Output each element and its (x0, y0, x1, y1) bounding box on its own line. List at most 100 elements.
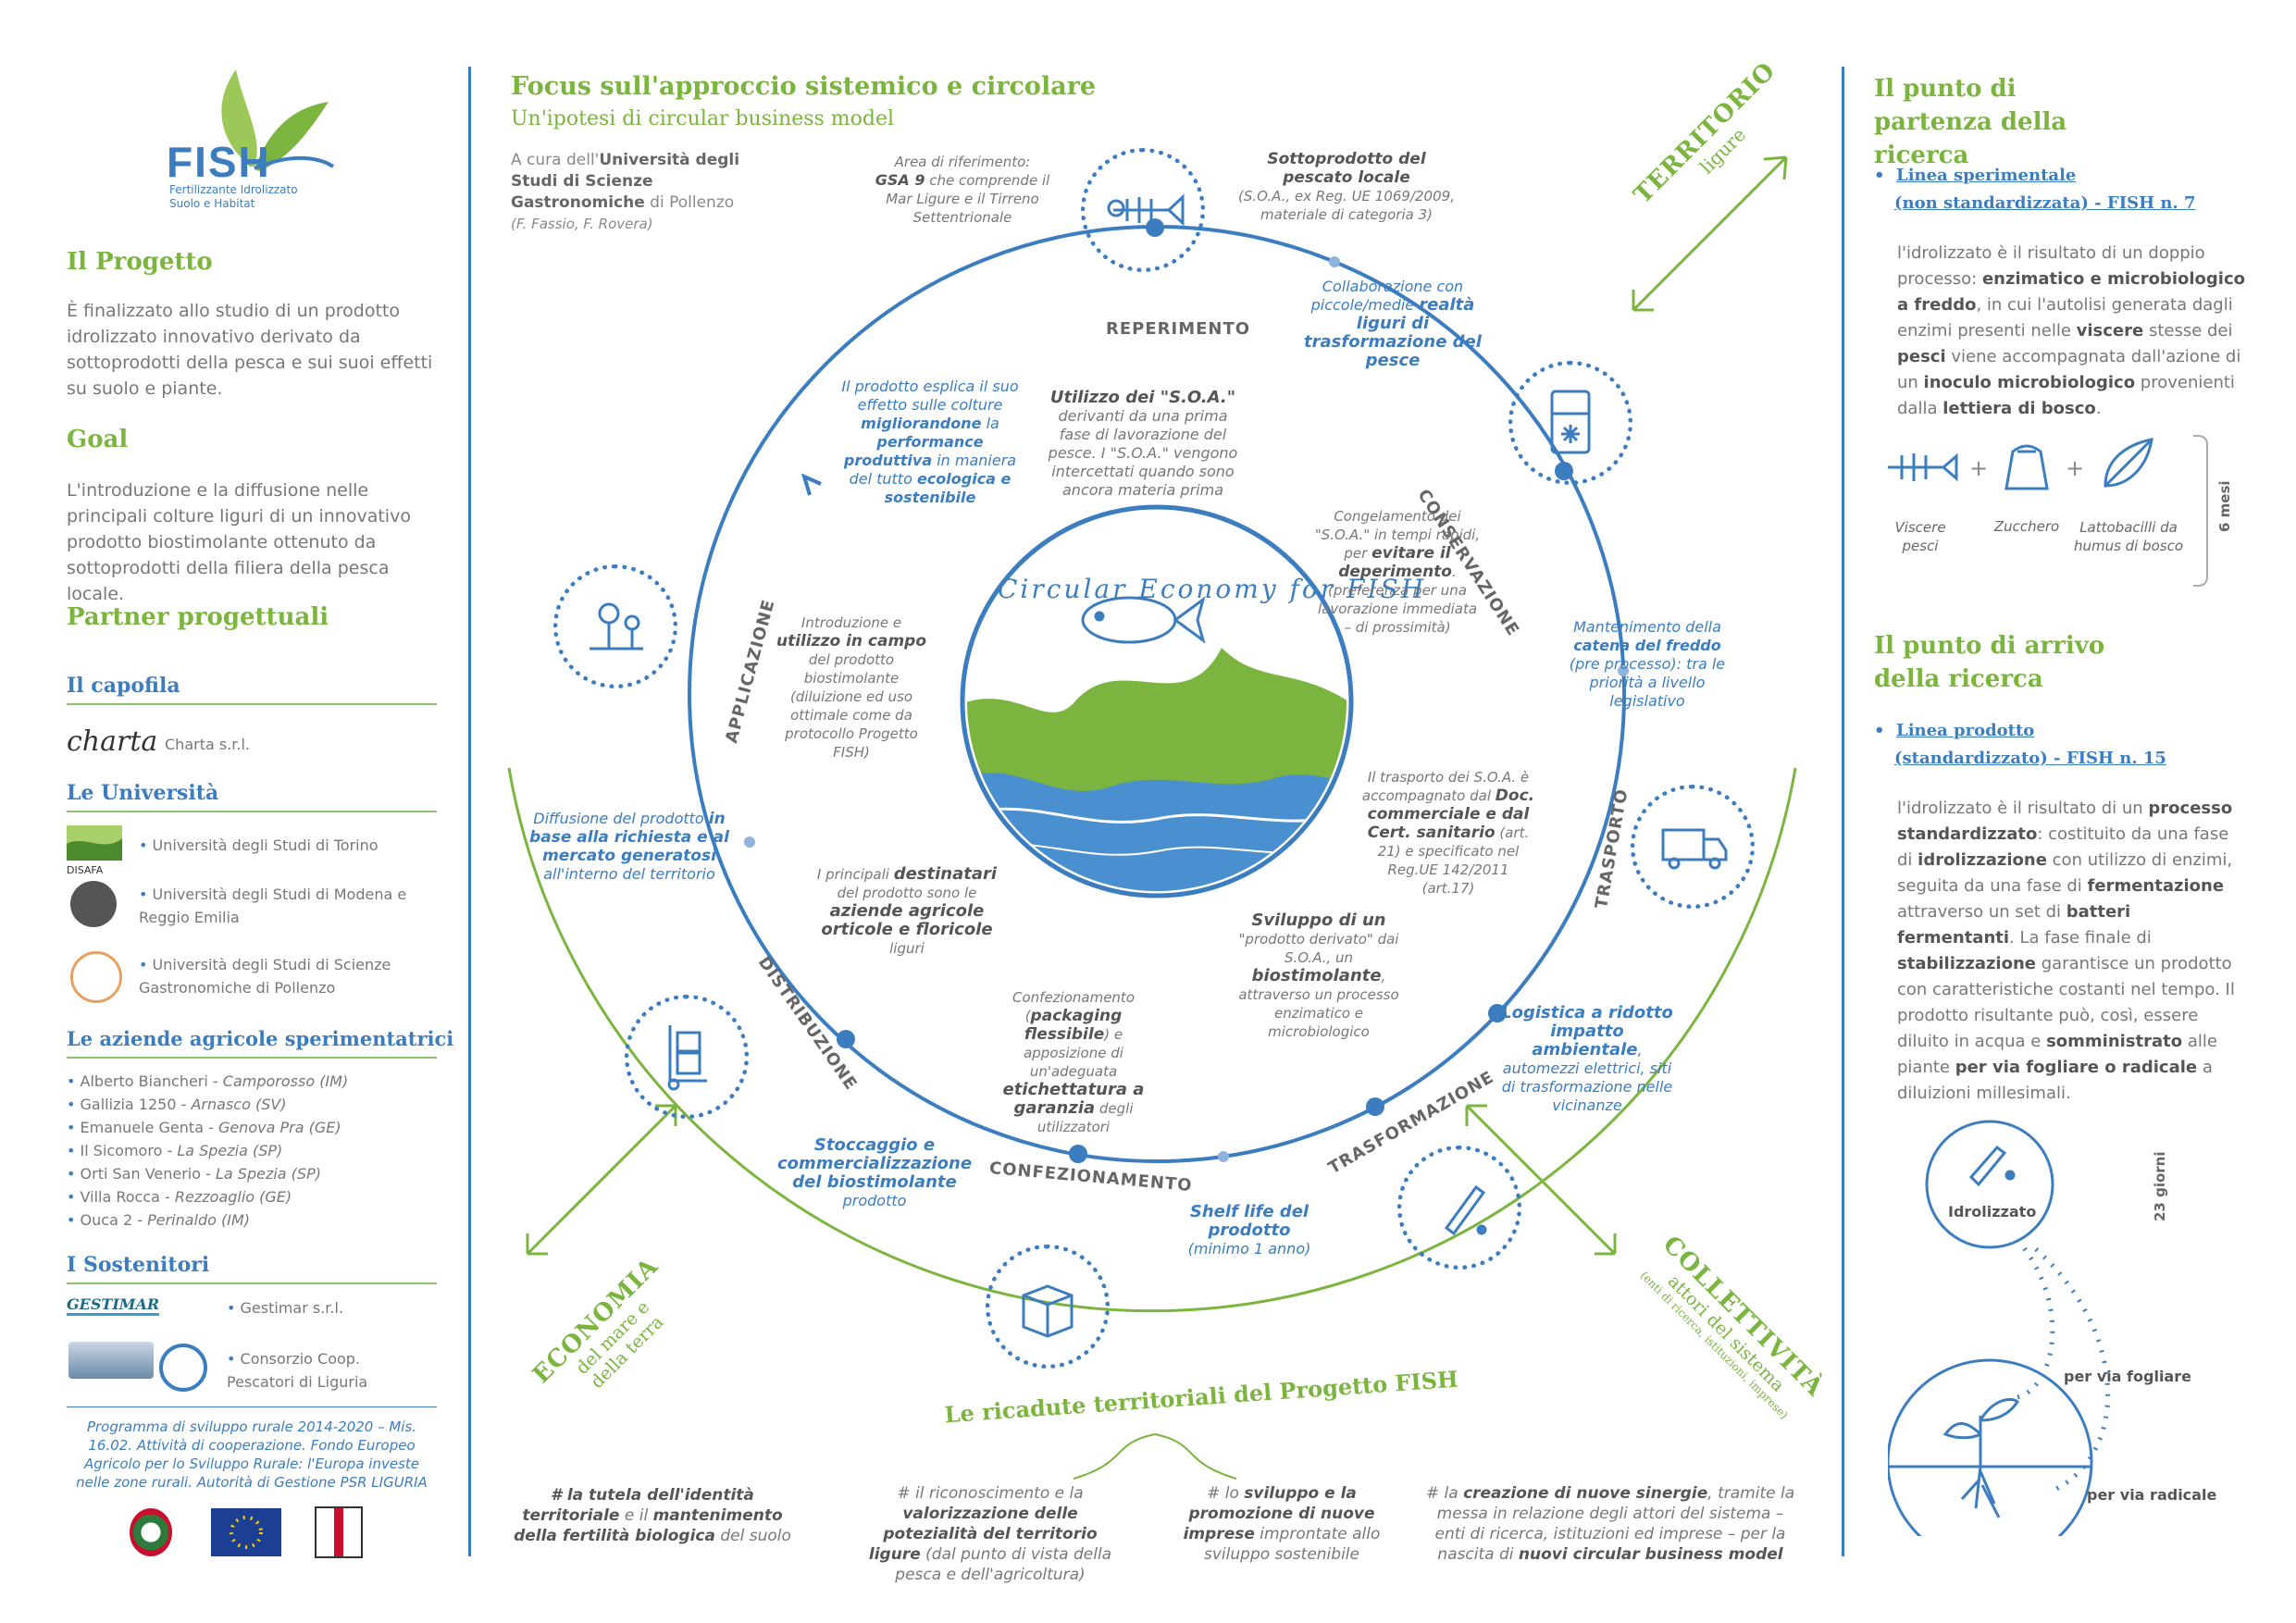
divider (67, 1057, 437, 1059)
list-item: Gallizia 1250 - Arnasco (SV) (67, 1093, 348, 1116)
programma-text: Programma di sviluppo rurale 2014-2020 –… (76, 1419, 428, 1491)
mesi-label: 6 mesi (2216, 480, 2233, 532)
partenza-text: l'idrolizzato è il risultato di un doppi… (1897, 243, 2245, 418)
coop-seal-icon (159, 1344, 207, 1392)
list-item: Orti San Venerio - La Spezia (SP) (67, 1162, 348, 1185)
trasporto-doc: Il trasporto dei S.O.A. è accompagnato d… (1361, 769, 1535, 897)
center-subtitle: Un'ipotesi di circular business model (511, 107, 895, 130)
test-tube-icon (1397, 1146, 1521, 1270)
application-diagram (1888, 1120, 2111, 1536)
collaborazione: Collaborazione con piccole/medie realtà … (1304, 278, 1482, 370)
fogliare-label: per via fogliare (2064, 1368, 2191, 1385)
disafa-logo: DISAFA (67, 825, 122, 876)
leaf-icon (221, 69, 335, 171)
territorio-arrow (1632, 155, 1788, 312)
fish-logo: FISH Fertilizzante Idrolizzato Suolo e H… (162, 65, 338, 210)
goal-title: Goal (67, 426, 129, 453)
impact-4: # la creazione di nuove sinergie, tramit… (1425, 1484, 1795, 1564)
partenza-title: Il punto di partenza della ricerca (1874, 75, 2067, 169)
prodotto-effetto: Il prodotto esplica il suo effetto sulle… (841, 378, 1019, 506)
stage-reperimento: REPERIMENTO (1106, 319, 1251, 339)
column-divider-right (1842, 67, 1844, 1556)
sottoprodotto: Sottoprodotto del pescato locale(S.O.A.,… (1238, 150, 1455, 223)
box-icon (986, 1245, 1110, 1369)
list-item: Ouca 2 - Perinaldo (IM) (67, 1208, 348, 1232)
credit: A cura dell'Università degli Studi di Sc… (511, 151, 740, 232)
fridge-icon (1508, 361, 1632, 485)
arrow-icon (800, 473, 822, 496)
ingredient-lattobacilli: Lattobacilli da humus di bosco (2073, 519, 2184, 554)
aziende-list: Alberto Biancheri - Camporosso (IM) Gall… (67, 1070, 349, 1232)
area-riferimento: Area di riferimento:GSA 9 che comprende … (875, 154, 1050, 226)
circular-diagram (507, 155, 1797, 1480)
universita-title: Le Università (67, 781, 219, 805)
italy-emblem-icon (130, 1508, 172, 1556)
logo-name: FISH (167, 138, 271, 186)
radicale-label: per via radicale (2087, 1486, 2217, 1504)
center-title: Focus sull'approccio sistemico e circola… (511, 72, 1097, 101)
ingredient-zucchero: Zucchero (1993, 518, 2060, 535)
univ-pollenzo: • Università degli Studi di Scienze Gast… (139, 956, 391, 997)
outer-green-arc (507, 767, 1797, 1313)
partner-title: Partner progettuali (67, 603, 329, 631)
leaves-icon (2087, 430, 2170, 500)
list-item: Emanuele Genta - Genova Pra (GE) (67, 1116, 348, 1139)
linea-prodotto: • Linea prodotto (standardizzato) - FISH… (1874, 721, 2166, 768)
aziende-title: Le aziende agricole sperimentatrici (67, 1027, 454, 1050)
destinatari: I principali destinatari del prodotto so… (816, 864, 998, 958)
collettivita-arrow (1465, 1104, 1617, 1256)
plus-icon: + (1969, 455, 1989, 481)
stoccaggio: Stoccaggio e commercializzazione del bio… (776, 1135, 973, 1210)
capofila-name: Charta s.r.l. (165, 736, 251, 753)
list-item: Alberto Biancheri - Camporosso (IM) (67, 1070, 349, 1093)
divider (67, 1406, 437, 1407)
sostenitori-title: I Sostenitori (67, 1253, 210, 1277)
divider (67, 811, 437, 812)
logistica: Logistica a ridotto impatto ambientale, … (1501, 1003, 1673, 1115)
list-item: Il Sicomoro - La Spezia (SP) (67, 1139, 348, 1162)
progetto-title: Il Progetto (67, 248, 213, 276)
sost2-name: • Consorzio Coop. Pescatori di Liguria (227, 1350, 368, 1391)
univ-torino: • Università degli Studi di Torino (139, 836, 379, 854)
progetto-text: È finalizzato allo studio di un prodotto… (67, 301, 433, 399)
circle-label: Circular Economy for FISH (998, 574, 1427, 604)
unisg-seal-icon (70, 951, 122, 1003)
fish-bone-icon (1879, 435, 1962, 500)
economia-arrow (526, 1104, 677, 1256)
arrivo-text: l'idrolizzato è il risultato di un proce… (1897, 799, 2235, 1103)
plus-icon: + (2066, 455, 2085, 481)
linea-sperimentale: • Linea sperimentale (non standardizzata… (1874, 166, 2196, 213)
idrolizzato-circle (1925, 1120, 2054, 1249)
univ-modena: • Università degli Studi di Modena e Reg… (139, 886, 407, 926)
univ-torino-label: Università degli Studi di Torino (152, 836, 379, 854)
fish-icon (1081, 596, 1206, 644)
idrolizzato-label: Idrolizzato (1948, 1203, 2037, 1220)
eu-flag-icon (211, 1508, 281, 1556)
utilizzo-soa: Utilizzo dei "S.O.A."derivanti da una pr… (1048, 388, 1238, 500)
congelamento: Congelamento dei "S.O.A." in tempi rapid… (1314, 508, 1481, 636)
plant-circle (1888, 1358, 2093, 1536)
giorni-label: 23 giorni (2152, 1151, 2168, 1222)
capofila-title: Il capofila (67, 674, 180, 698)
introduzione: Introduzione e utilizzo in campo del pro… (776, 614, 927, 761)
charta-logo: charta (67, 725, 158, 758)
unimore-seal-icon (70, 881, 117, 927)
impact-3: # lo sviluppo e la promozione di nuove i… (1183, 1484, 1381, 1564)
ingredient-viscere: Viscere pesci (1894, 519, 1946, 554)
impact-2: # il riconoscimento e la valorizzazione … (868, 1484, 1112, 1584)
disafa-label: DISAFA (67, 864, 104, 876)
sviluppo-biostimolante: Sviluppo di un "prodotto derivato" dai S… (1238, 911, 1399, 1041)
liguria-emblem-icon (315, 1506, 363, 1558)
arrivo-title: Il punto di arrivo della ricerca (1874, 632, 2105, 693)
truck-icon (1631, 785, 1755, 909)
ricadute-bracket (1073, 1432, 1237, 1480)
shelf-life: Shelf life del prodotto(minimo 1 anno) (1187, 1202, 1311, 1258)
column-divider-left (468, 67, 471, 1556)
catena-freddo: Mantenimento della catena del freddo (pr… (1569, 618, 1726, 710)
bracket (2193, 435, 2208, 587)
diffusione: Diffusione del prodotto in base alla ric… (529, 810, 729, 883)
gestimar-logo: GESTIMAR (67, 1295, 160, 1316)
fish-bone-icon (1081, 148, 1205, 272)
pescatori-logo (68, 1342, 154, 1379)
gestimar-name: • Gestimar s.r.l. (227, 1299, 344, 1317)
